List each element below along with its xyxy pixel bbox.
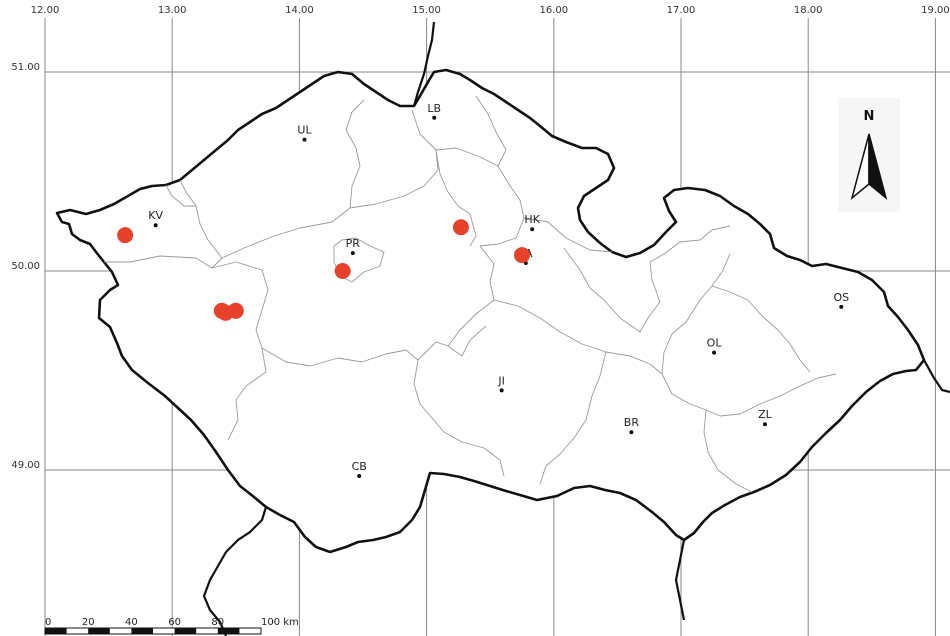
- city-point: [350, 251, 355, 256]
- scale-label: 40: [125, 617, 138, 628]
- city-point: [839, 304, 844, 309]
- site-marker: [514, 247, 530, 264]
- site-marker: [227, 302, 244, 319]
- site-marker: [452, 219, 469, 236]
- city-label: ZL: [758, 408, 773, 421]
- site-marker: [117, 227, 134, 244]
- city-label: PR: [346, 237, 361, 250]
- northern-border-spur: [412, 21, 436, 107]
- city-point: [499, 388, 504, 393]
- scale-bar: 0 20 40 60 80 100 km: [44, 617, 299, 635]
- scale-segment: [88, 628, 110, 634]
- region-boundaries: [104, 95, 837, 493]
- scale-segment: [45, 628, 67, 634]
- site-markers: [117, 219, 530, 321]
- city-point: [153, 223, 158, 228]
- x-tick-label: 15.00: [412, 5, 441, 16]
- city-label: KV: [148, 209, 163, 222]
- southern-border-extension: [202, 506, 268, 636]
- city-markers: KVULLBPRHKPAOSOLJIBRZLCB: [148, 102, 849, 478]
- x-tick-label: 12.00: [31, 5, 60, 16]
- north-arrow-icon: N: [838, 98, 900, 212]
- scale-segment: [131, 628, 153, 634]
- scale-segment: [174, 628, 197, 634]
- city-point: [712, 350, 717, 355]
- scale-segment: [217, 628, 240, 634]
- scale-label: 20: [82, 617, 95, 628]
- city-point: [357, 473, 362, 478]
- city-label: BR: [624, 416, 640, 429]
- scale-label: 60: [168, 617, 181, 628]
- city-label: HK: [524, 213, 540, 226]
- city-label: OS: [833, 291, 849, 304]
- y-tick-label: 51.00: [11, 62, 40, 73]
- city-point: [762, 422, 767, 427]
- site-marker: [334, 263, 351, 279]
- city-point: [432, 115, 437, 120]
- slovak-border-extension: [674, 539, 686, 621]
- city-point: [629, 430, 634, 435]
- country-border: [55, 68, 926, 554]
- x-tick-label: 19.00: [921, 5, 950, 16]
- city-label: UL: [297, 124, 312, 137]
- y-tick-label: 50.00: [11, 261, 40, 272]
- scale-label: 0: [45, 617, 51, 628]
- longitude-ticks: 12.00 13.00 14.00 15.00 16.00 17.00 18.00 19.00: [31, 5, 950, 16]
- x-tick-label: 13.00: [158, 5, 187, 16]
- city-label: OL: [707, 337, 723, 350]
- latitude-ticks: 51.00 50.00 49.00: [11, 62, 40, 471]
- city-point: [302, 137, 307, 142]
- y-tick-label: 49.00: [11, 460, 40, 471]
- city-label: CB: [352, 460, 367, 473]
- city-label: JI: [497, 374, 505, 387]
- x-tick-label: 14.00: [285, 5, 314, 16]
- scale-label: 100 km: [261, 617, 299, 628]
- x-tick-label: 16.00: [539, 5, 568, 16]
- city-point: [530, 227, 535, 232]
- eastern-border-extension: [923, 359, 950, 394]
- x-tick-label: 18.00: [794, 5, 823, 16]
- north-label: N: [864, 109, 875, 124]
- city-label: LB: [427, 102, 441, 115]
- x-tick-label: 17.00: [667, 5, 696, 16]
- scale-label: 80: [211, 617, 224, 628]
